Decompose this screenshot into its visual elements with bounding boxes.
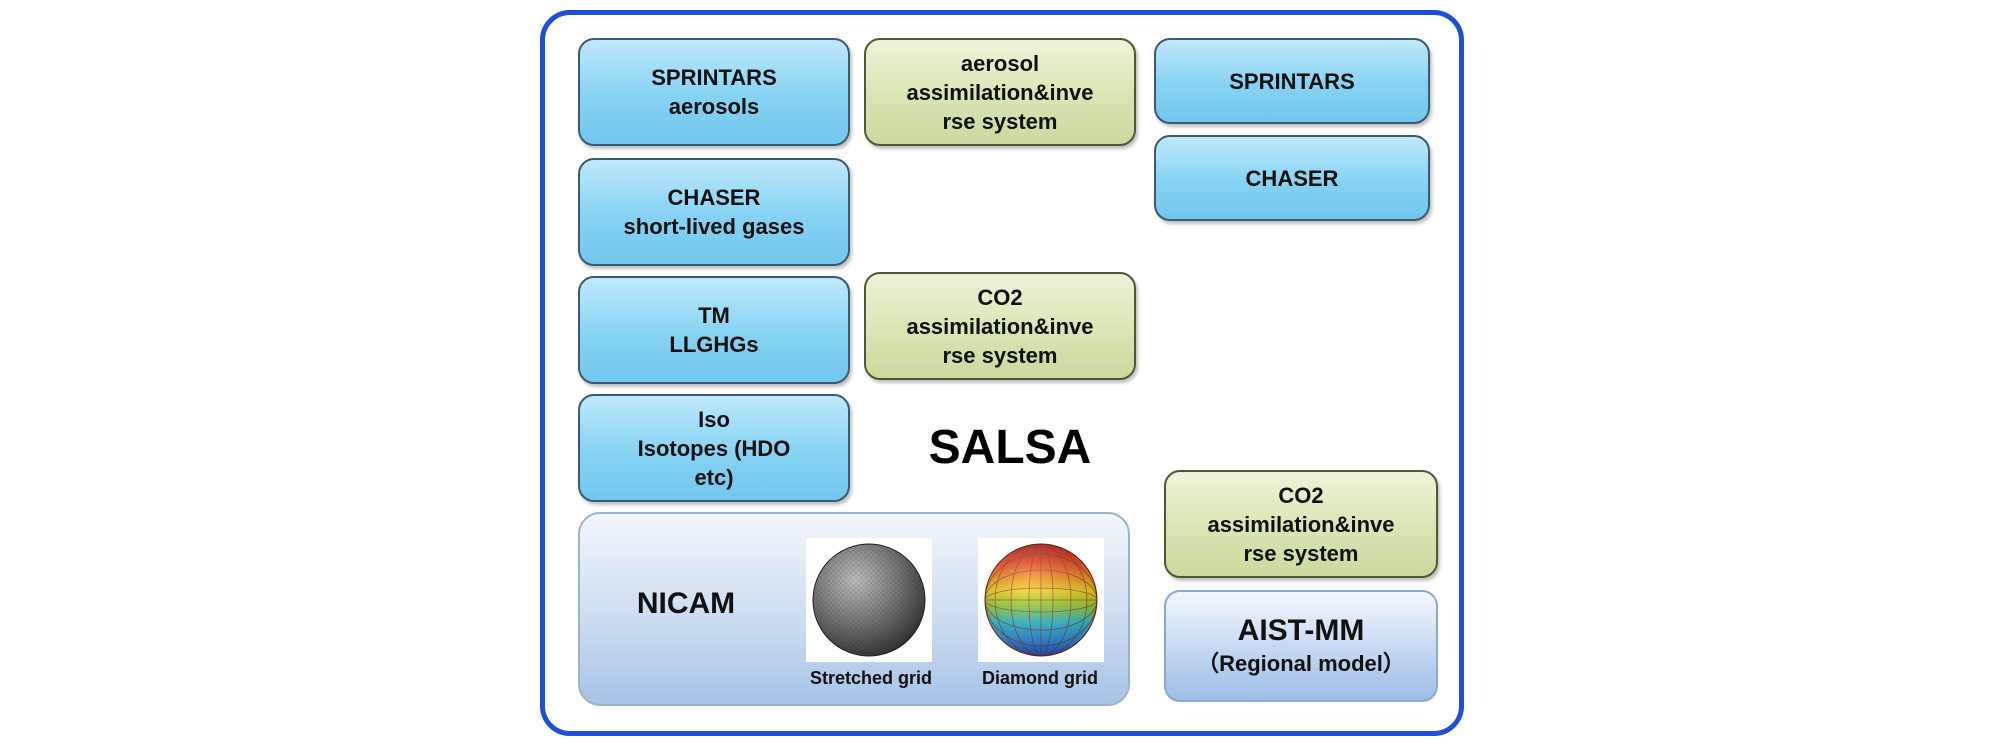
box-line: TM [698,303,730,328]
box-line: etc) [694,464,734,490]
aist-mm-subtitle: （Regional model） [1197,651,1405,676]
box-line: short-lived gases [623,214,805,239]
sprintars-aerosols-box: SPRINTARS aerosols [578,38,850,146]
box-line: CO2 [1278,482,1324,508]
box-line: aerosols [668,94,760,119]
box-line: CHASER [1245,165,1339,191]
sprintars-box: SPRINTARS [1154,38,1430,124]
diamond-grid-caption: Diamond grid [982,668,1098,688]
aerosol-assimilation-box: aerosol assimilation&inve rse system [864,38,1136,146]
stretched-grid-globe-icon [812,543,926,657]
box-line: SPRINTARS [1229,68,1355,94]
aist-mm-title: AIST-MM [1237,614,1365,647]
chaser-short-lived-gases-box: CHASER short-lived gases [578,158,850,266]
box-line: CO2 [977,284,1023,310]
aist-mm-box: AIST-MM （Regional model） [1164,590,1438,702]
diamond-grid-card [978,538,1104,662]
stretched-grid-caption: Stretched grid [809,668,933,688]
box-line: assimilation&inve [906,313,1094,339]
box-line: rse system [1243,540,1359,566]
box-line: CHASER [667,185,761,210]
iso-isotopes-box: Iso Isotopes (HDO etc) [578,394,850,502]
co2-assimilation-center-box: CO2 assimilation&inve rse system [864,272,1136,380]
tm-llghgs-box: TM LLGHGs [578,276,850,384]
box-line: assimilation&inve [1207,511,1395,537]
box-line: SPRINTARS [651,65,777,90]
box-line: Iso [698,406,730,432]
nicam-label: NICAM [636,587,736,620]
diamond-grid-globe-icon [984,543,1098,657]
box-line: rse system [942,108,1058,134]
box-line: LLGHGs [669,332,759,357]
salsa-label: SALSA [928,421,1092,474]
box-line: Isotopes (HDO [637,435,791,461]
box-line: assimilation&inve [906,79,1094,105]
box-line: rse system [942,342,1058,368]
stretched-grid-card [806,538,932,662]
chaser-box: CHASER [1154,135,1430,221]
box-line: aerosol [960,50,1040,76]
co2-assimilation-right-box: CO2 assimilation&inve rse system [1164,470,1438,578]
